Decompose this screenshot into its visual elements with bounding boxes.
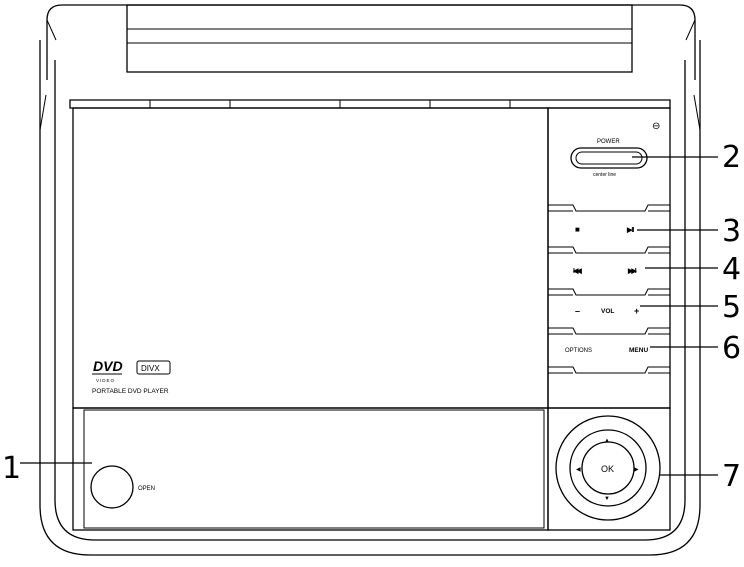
ok-button[interactable] [581, 441, 635, 495]
nav-up-arrow[interactable]: ▲ [604, 438, 610, 444]
divx-logo-frame [136, 360, 171, 375]
open-button-label: OPEN [138, 486, 155, 492]
nav-left-arrow[interactable]: ◀ [576, 467, 581, 473]
nav-pad-outer-ring [555, 415, 661, 521]
power-caption: center line [593, 172, 616, 178]
handle-ridges [127, 28, 632, 44]
options-button[interactable]: OPTIONS [565, 348, 592, 354]
power-label: POWER [597, 139, 620, 145]
volume-label: VOL [601, 308, 614, 315]
top-handle [126, 4, 633, 73]
callout-7: 7 [722, 459, 741, 494]
panel-top-edge [69, 99, 671, 109]
lower-front-panel [72, 407, 549, 531]
control-panel [547, 107, 671, 409]
hinge-lines [46, 19, 696, 41]
next-button[interactable]: ▶▶I [627, 268, 639, 275]
disc-lid [72, 107, 549, 409]
callout-5: 5 [722, 290, 741, 325]
ok-button-label: OK [601, 464, 614, 474]
volume-down-button[interactable]: – [575, 306, 580, 316]
power-indicator: ⊖ [652, 121, 660, 132]
callout-2: 2 [722, 140, 741, 175]
nav-right-arrow[interactable]: ▶ [634, 467, 639, 473]
callout-4: 4 [722, 252, 741, 287]
callout-6: 6 [722, 331, 741, 366]
previous-button[interactable]: I◀◀ [572, 268, 584, 275]
product-name-label: PORTABLE DVD PLAYER [92, 388, 169, 395]
callout-leader-lines [20, 156, 718, 476]
callout-3: 3 [722, 214, 741, 249]
volume-up-button[interactable]: + [634, 306, 639, 316]
lower-inner-panel [83, 409, 545, 529]
player-inner-outline [54, 60, 686, 541]
player-body-outline [39, 40, 701, 556]
callout-1: 1 [2, 451, 21, 486]
open-button[interactable] [90, 465, 134, 509]
nav-panel [547, 407, 671, 531]
menu-button[interactable]: MENU [629, 347, 648, 354]
button-row-dividers [548, 204, 670, 374]
side-lines [39, 94, 701, 131]
power-switch-inner [575, 151, 643, 165]
divx-logo: DIVX [141, 364, 160, 373]
dvd-logo: DVD [93, 358, 123, 374]
stop-button[interactable]: ■ [575, 225, 580, 234]
dvd-logo-sub: VIDEO [96, 378, 115, 383]
nav-pad[interactable] [569, 429, 647, 507]
panel-top-ticks [149, 100, 511, 108]
nav-down-arrow[interactable]: ▼ [604, 496, 610, 502]
play-pause-button[interactable]: ▶II [626, 227, 635, 234]
power-switch[interactable] [570, 147, 648, 169]
